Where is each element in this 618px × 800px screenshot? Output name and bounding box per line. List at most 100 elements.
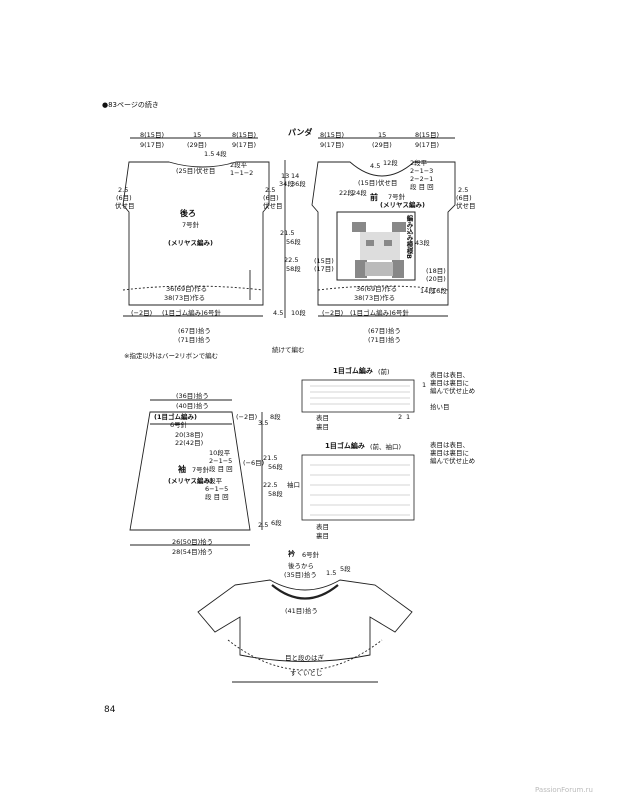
sleeve-h2b: 58段 (268, 490, 283, 498)
rib-back-bind3: 編んで伏せ止め (430, 387, 476, 395)
collar-body (197, 579, 413, 662)
back-pick2: (71目)拾う (178, 336, 211, 344)
back-rib-left: (−2目) (131, 309, 153, 317)
front-top-left-dec: 9(17目) (320, 141, 344, 149)
dim-c2: 56段 (286, 238, 301, 246)
sleeve-flat8: 8段平 (205, 477, 223, 485)
front-arm-right3: 伏せ目 (456, 202, 476, 210)
back-hem (122, 285, 264, 291)
front-top-mid: 15 (378, 131, 387, 139)
rib-back-p: 裏目 (316, 423, 329, 431)
front-neck-flat: 2段平 (410, 159, 428, 167)
sleeve-top: (36目)拾う (176, 392, 209, 400)
rib-back-sub: (前) (378, 368, 390, 376)
collar-seam: すくいとじ (290, 669, 323, 677)
rib-back-title: 1目ゴム編み (333, 367, 373, 375)
front-cast: 36(69目)作る (356, 285, 398, 293)
front-neck-h: 4.5 (370, 162, 381, 170)
back-arm-left: 2.5 (118, 186, 129, 194)
sleeve-rib-h: 3.5 (258, 419, 269, 427)
front-right-rows2: 16段 (432, 287, 447, 295)
rib-sleeve-bind: 表目は表目、 (430, 441, 469, 449)
join-note: 続けて編む (272, 346, 305, 354)
dim-d2: 58段 (286, 265, 301, 273)
dim-a2: 34段 (279, 180, 294, 188)
back-arm-left3: 伏せ目 (115, 202, 135, 210)
panda-pixels (352, 222, 406, 278)
sleeve-pattern: (メリヤス編み) (168, 477, 213, 485)
continuation-header: ●83ページの続き (102, 101, 159, 109)
front-neck-r3: 段 目 回 (410, 183, 434, 191)
front-right-st: (18目) (426, 267, 446, 275)
rib-back-pick: 拾い目 (430, 403, 450, 411)
rib-chart-back (301, 379, 415, 413)
front-rows43: 43段 (415, 239, 430, 247)
sleeve-rows-a: 10段平 (209, 449, 231, 457)
front-cast2: 38(73目)作る (354, 294, 396, 302)
rib-sleeve-bind2: 裏目は裏目に (430, 449, 469, 457)
front-neck-r2: 2−2−1 (410, 175, 434, 183)
sleeve-h3: 2.5 (258, 521, 269, 529)
rib-sleeve-p: 裏目 (316, 532, 329, 540)
dim-b2: 36段 (291, 180, 306, 188)
rib-back-n1: 1 (422, 381, 427, 389)
front-pick2: (71目)拾う (368, 336, 401, 344)
front-left-rows: 22段 (339, 189, 354, 197)
front-motif: 編み込み模様B (405, 215, 413, 259)
back-neck-rule: 1−1−2 (230, 169, 254, 177)
back-outline (122, 161, 270, 306)
rib-sleeve-k: 表目 (316, 523, 329, 531)
sleeve-minus6: (−6目) (243, 459, 265, 467)
sleeve-w2: 22(42目) (175, 439, 204, 447)
front-top-right-dec: 9(17目) (415, 141, 439, 149)
front-neck-bind: (15目)伏せ目 (358, 179, 398, 187)
sleeve-rows-b: 2−1−5 (209, 457, 233, 465)
sleeve-rib-rows: 8段 (270, 413, 281, 421)
rib-chart-sleeve (301, 454, 415, 521)
back-top-right-dec: 9(17目) (232, 141, 256, 149)
collar-from: 後ろから (288, 562, 314, 570)
front-neck-rows: 12段 (383, 159, 398, 167)
dim-b: 14 (291, 172, 300, 180)
sleeve-name: 袖 (178, 465, 186, 474)
back-neck-bind: (25目)伏せ目 (176, 167, 216, 175)
back-top-left-dec: 9(17目) (140, 141, 164, 149)
back-top-right: 8(15目) (232, 131, 256, 139)
back-arm-right: 2.5 (265, 186, 276, 194)
sleeve-r1: 6−1−5 (205, 485, 229, 493)
sleeve-top2: (40目)拾う (176, 402, 209, 410)
dim-a: 13 (281, 172, 290, 180)
sleeve-rib: (1目ゴム編み) (154, 413, 197, 421)
front-left-st: (15目) (314, 257, 334, 265)
dim-e2: 10段 (291, 309, 306, 317)
dim-d: 22.5 (284, 256, 299, 264)
front-pattern: (メリヤス編み) (380, 201, 425, 209)
back-pick: (67目)拾う (178, 327, 211, 335)
back-arm-right2: (6目) (263, 194, 279, 202)
front-right-rows: 14段 (420, 287, 435, 295)
front-rib-left: (−2目) (322, 309, 344, 317)
panda-motif (336, 211, 416, 281)
back-arm-right3: 伏せ目 (263, 202, 283, 210)
back-arm-left2: (6目) (116, 194, 132, 202)
back-top-mid-st: (29目) (187, 141, 207, 149)
back-top-mid: 15 (193, 131, 202, 139)
dim-e: 4.5 (273, 309, 284, 317)
rib-back-n2: 2 (398, 413, 403, 421)
rib-back-bind: 表目は表目、 (430, 371, 469, 379)
dim-c: 21.5 (280, 229, 295, 237)
sleeve-w1: 20(38目) (175, 431, 204, 439)
collar-join: 目と段のはぎ (285, 654, 324, 662)
sleeve-h2: 22.5 (263, 481, 278, 489)
sleeve-h1: 21.5 (263, 454, 278, 462)
front-pick: (67目)拾う (368, 327, 401, 335)
sleeve-rib-right: (−2目) (236, 413, 258, 421)
rib-back-bind2: 裏目は裏目に (430, 379, 469, 387)
front-needle: 7号針 (388, 193, 406, 201)
page-number: 84 (104, 705, 116, 715)
front-left-st2: (17目) (314, 265, 334, 273)
front-top-right: 8(15目) (415, 131, 439, 139)
sleeve-h1b: 56段 (268, 463, 283, 471)
front-neck-r1: 2−1−3 (410, 167, 434, 175)
